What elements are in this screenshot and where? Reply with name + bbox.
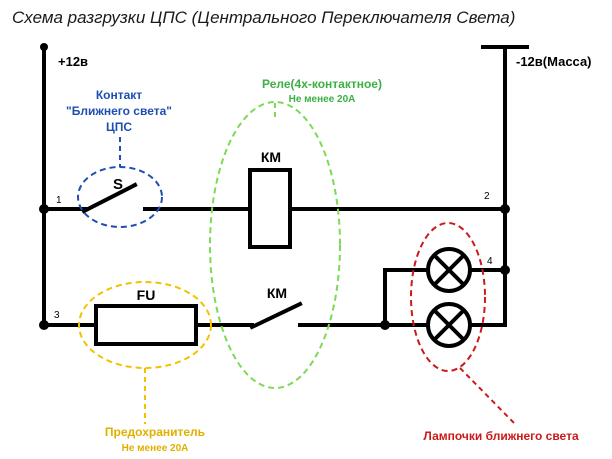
junction-node1 xyxy=(39,204,49,214)
lamps-caption: Лампочки ближнего света xyxy=(423,429,579,443)
relay-coil-label: КМ xyxy=(261,149,281,165)
switch-caption-line1: Контакт xyxy=(96,88,142,102)
lamps-leader-line xyxy=(459,367,516,425)
junction-node3 xyxy=(39,320,49,330)
fuse-symbol-label: FU xyxy=(137,287,156,303)
relay-coil xyxy=(248,168,292,249)
junction-lamps xyxy=(380,320,390,330)
minus-12v-label: -12в(Масса) xyxy=(516,54,592,69)
diagram-title: Схема разгрузки ЦПС (Центрального Перекл… xyxy=(12,8,515,27)
junction-plus-top xyxy=(40,43,48,51)
fuse-highlight-ring xyxy=(78,281,212,369)
node-1-label: 1 xyxy=(56,195,62,206)
relay-highlight-ring xyxy=(209,101,341,389)
fuse-caption-line2: Не менее 20А xyxy=(122,443,189,454)
relay-contact-blade xyxy=(249,301,303,330)
lamp-1 xyxy=(426,247,472,293)
relay-caption-line2: Не менее 20А xyxy=(289,94,356,105)
node-2-label: 2 xyxy=(484,191,490,202)
switch-blade xyxy=(81,182,138,214)
junction-node2 xyxy=(500,204,510,214)
fuse-body xyxy=(94,304,198,346)
node-3-label: 3 xyxy=(54,310,60,321)
switch-caption-line3: ЦПС xyxy=(106,120,132,134)
lamp-2 xyxy=(426,302,472,348)
lamps-highlight-ring xyxy=(410,222,486,372)
fuse-caption-line1: Предохранитель xyxy=(105,425,205,439)
junctions xyxy=(39,43,510,330)
relay-contact-label: КМ xyxy=(267,285,287,301)
wires xyxy=(42,45,529,330)
junction-node4 xyxy=(500,265,510,275)
switch-caption-line2: "Ближнего света" xyxy=(66,104,172,118)
node-4-label: 4 xyxy=(487,256,493,267)
relay-caption-line1: Реле(4х-контактное) xyxy=(262,77,382,91)
plus-12v-label: +12в xyxy=(58,54,88,69)
switch-symbol-label: S xyxy=(113,176,123,193)
